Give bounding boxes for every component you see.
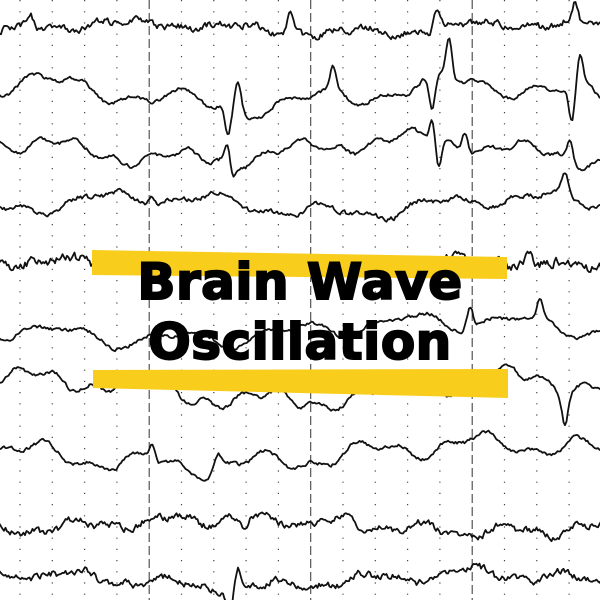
wave-trace-2	[0, 37, 600, 136]
wave-trace-4	[0, 172, 600, 223]
wave-trace-8	[0, 429, 600, 482]
wave-trace-3	[0, 119, 600, 178]
highlight-band-bottom	[93, 369, 508, 398]
title-text: Brain Wave Oscillation	[0, 252, 600, 372]
title-line-2: Oscillation	[147, 312, 452, 372]
wave-trace-9	[0, 511, 600, 543]
wave-trace-1	[0, 1, 600, 41]
highlight-bands	[92, 250, 508, 398]
wave-trace-10	[0, 562, 600, 600]
wave-trace-6	[0, 298, 600, 353]
time-grid	[19, 0, 570, 600]
title-line-1: Brain Wave	[136, 252, 463, 312]
highlight-band-top	[92, 250, 507, 279]
